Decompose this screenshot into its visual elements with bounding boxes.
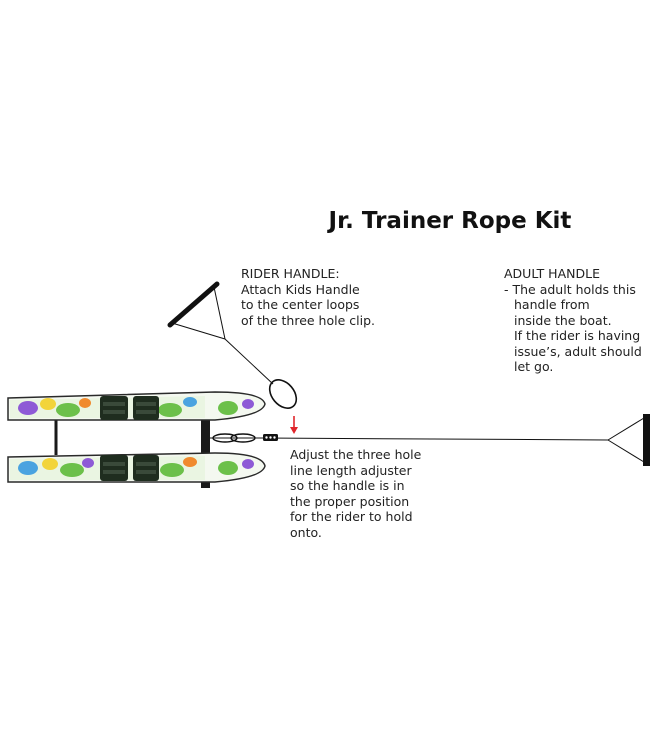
rider-handle-bridle-left xyxy=(171,322,226,340)
adult-note-line: handle from xyxy=(514,297,590,312)
rider-handle-bridle-right xyxy=(213,286,226,340)
adult-note-line: - The adult holds this xyxy=(504,281,636,297)
adult-handle xyxy=(607,414,650,466)
ski-bottom xyxy=(7,452,266,483)
ski-top xyxy=(7,391,266,421)
adult-note-heading: ADULT HANDLE xyxy=(504,266,600,281)
adult-note-line: let go. xyxy=(514,359,554,374)
diagram-title: Jr. Trainer Rope Kit xyxy=(328,208,572,234)
center-loops xyxy=(205,433,263,443)
adjust-note-line: so the handle is in xyxy=(290,478,405,493)
adult-note-line: If the rider is having xyxy=(514,328,641,343)
ski-tow-bar xyxy=(201,404,210,488)
adjust-note-line: the proper position xyxy=(290,493,410,509)
rider-handle-note: RIDER HANDLE: Attach Kids Handle to the … xyxy=(241,266,375,328)
adjust-note-line: line length adjuster xyxy=(290,462,412,478)
tow-rope xyxy=(261,437,609,441)
adjuster-note: Adjust the three hole line length adjust… xyxy=(290,447,421,540)
rider-handle-rope xyxy=(224,338,274,385)
adult-handle-bar xyxy=(643,414,650,466)
rider-handle-loop xyxy=(268,379,298,409)
three-hole-adjuster xyxy=(263,434,278,441)
rider-handle xyxy=(167,281,298,409)
trainer-skis xyxy=(7,391,266,488)
position-arrow xyxy=(290,416,298,434)
adult-note-line: issue’s, adult should xyxy=(514,343,642,359)
rider-note-line: to the center loops xyxy=(241,297,360,312)
rider-note-line: RIDER HANDLE: xyxy=(241,266,340,281)
adjust-note-line: onto. xyxy=(290,524,322,540)
rider-handle-bar xyxy=(167,281,220,328)
adjust-note-line: for the rider to hold xyxy=(290,509,413,524)
adult-handle-bridle-top xyxy=(607,417,645,441)
adult-handle-bridle-bottom xyxy=(607,439,645,463)
rider-note-line: of the three hole clip. xyxy=(241,312,375,328)
adjust-note-line: Adjust the three hole xyxy=(290,447,422,462)
adult-handle-note: ADULT HANDLE - The adult holds this hand… xyxy=(504,266,642,375)
rider-note-line: Attach Kids Handle xyxy=(241,281,360,297)
adult-note-line: inside the boat. xyxy=(514,312,612,328)
